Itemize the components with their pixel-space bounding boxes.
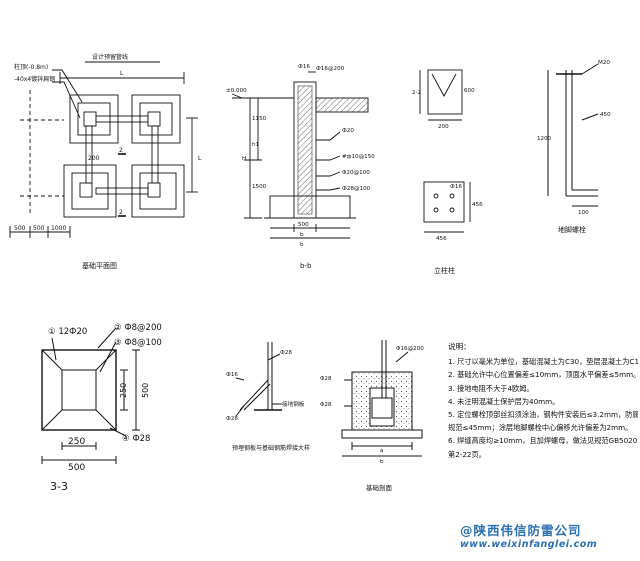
section-33-panel (41, 327, 140, 464)
secb-label-6: H (242, 156, 246, 162)
sec33-dim-250v: 250 (119, 383, 128, 398)
anchor-label-1200: 1200 (537, 136, 552, 142)
weld-label-f28a: Ф28 (280, 350, 292, 356)
secb-label-10: Ф28@100 (342, 186, 371, 192)
base-label-a: a (380, 448, 383, 454)
plan-label-L-top: L (120, 70, 124, 77)
foundation-plan-title: 基础平面图 (82, 261, 117, 270)
footing-bottom-left (63, 164, 117, 218)
sec33-label-f8-100: ③ Ф8@100 (114, 338, 162, 348)
section-b-text: Ф16 Ф16@200 ±0.000 1150 h1 1500 H Ф20 #ф… (226, 64, 375, 270)
sec33-label-12f20: ① 12Ф20 (48, 327, 87, 337)
footing-top-right (131, 94, 181, 144)
section-33-title: 3-3 (50, 480, 68, 493)
support-label-456b: 456 (472, 202, 483, 208)
sec33-dim-250h: 250 (68, 437, 85, 447)
anchor-bolt-text: M20 1200 100 450 地脚螺栓 (537, 60, 611, 234)
section-33-text: ① 12Ф20 ② Ф8@200 ③ Ф8@100 ④ Ф28 250 500 … (48, 323, 162, 493)
notes-title: 说明： (448, 342, 471, 351)
sec33-label-f28: ④ Ф28 (122, 434, 150, 444)
footing-top-left (69, 94, 119, 144)
base-section-text: Φ16@200 Φ28 Φ28 a b 基础剖面 (320, 346, 424, 492)
support-title: 立柱柱 (434, 266, 455, 275)
notes-block: 说明： 1. 尺寸以毫米为单位，基础混凝土为C30，垫层混凝土为C10素。 2.… (448, 340, 638, 461)
secb-label-9: Φ20@100 (342, 170, 370, 176)
plan-dim-1000: 1000 (51, 225, 66, 232)
notes-line: 1. 尺寸以毫米为单位，基础混凝土为C30，垫层混凝土为C10素。 (448, 357, 638, 367)
weld-detail-text: Ф28 Ф16 接地钢板 Ф28 预埋钢板与基础钢筋焊接大样 (226, 350, 310, 452)
weld-label-plate: 接地钢板 (282, 400, 305, 408)
support-label-456a: 456 (436, 236, 447, 242)
anchor-label-100: 100 (578, 210, 589, 216)
notes-line: 第2-22页。 (448, 449, 486, 459)
base-label-b: b (380, 459, 384, 465)
anchor-label-450: 450 (600, 112, 611, 118)
secb-label-5: 1500 (252, 184, 267, 190)
notes-line: 6. 焊缝高度均≥10mm，且加焊螺母，做法见规范GB50205- (448, 436, 638, 446)
plan-section-mark-a: 2 (119, 147, 123, 154)
secb-label-13: b (300, 242, 304, 248)
base-section-panel (341, 340, 423, 457)
notes-line: 3. 接地电阻不大于4欧姆。 (448, 383, 534, 393)
base-section-title: 基础剖面 (366, 483, 393, 492)
anchor-label-m20: M20 (598, 60, 610, 66)
plan-label-pipe: 设计预留管线 (92, 53, 128, 61)
secb-label-2: ±0.000 (226, 88, 247, 94)
foundation-plan-text: 柱顶(-0.8m) -40x4镀锌扁钢 设计预留管线 L L 200 2 2 5… (14, 53, 202, 270)
secb-label-3: 1150 (252, 116, 267, 122)
secb-label-7: Ф20 (342, 128, 354, 134)
weld-detail-panel (235, 342, 282, 417)
notes-line: 4. 未注明混凝土保护层为40mm。 (448, 396, 560, 406)
support-label-2-2: 2-2 (412, 90, 421, 96)
secb-label-11: 500 (298, 222, 309, 228)
secb-label-4: h1 (252, 142, 260, 148)
plan-dim-500a: 500 (14, 225, 26, 232)
base-label-f28b: Φ28 (320, 402, 332, 408)
sec33-label-f8-200: ② Ф8@200 (114, 323, 162, 333)
weld-detail-title: 预埋钢板与基础钢筋焊接大样 (232, 444, 310, 452)
anchor-bolt-panel (547, 63, 599, 207)
plan-label-flat-steel: -40x4镀锌扁钢 (14, 75, 55, 83)
secb-label-12: b (300, 232, 304, 238)
secb-label-0: Ф16 (298, 64, 310, 70)
support-panel (419, 69, 471, 233)
plan-label-L-right: L (198, 155, 202, 162)
weld-label-f16: Ф16 (226, 372, 238, 378)
sec33-dim-500v: 500 (141, 383, 150, 398)
plan-section-mark-b: 2 (119, 209, 123, 216)
company-url: www.weixinfanglei.com (460, 539, 598, 550)
anchor-bolt-title: 地脚螺栓 (558, 225, 586, 234)
company-name: @陕西伟信防雷公司 (460, 523, 582, 538)
secb-label-1: Ф16@200 (316, 66, 345, 72)
plan-label-top: 柱顶(-0.8m) (14, 63, 48, 71)
company-watermark: @陕西伟信防雷公司 www.weixinfanglei.com (460, 520, 638, 550)
sec33-dim-500h: 500 (68, 463, 85, 473)
base-label-f16: Φ16@200 (396, 346, 424, 352)
section-b-panel (231, 71, 369, 239)
base-label-f28a: Φ28 (320, 376, 332, 382)
notes-line: 2. 基础允许中心位置偏差≤10mm，顶面水平偏差≤5mm。 (448, 370, 638, 380)
support-text: 2-2 600 200 456 456 Ф16 立柱柱 (412, 88, 483, 275)
plan-label-200: 200 (88, 155, 100, 162)
weld-label-f28b: Ф28 (226, 416, 238, 422)
notes-line: 规范≤45mm；涂层地脚螺栓中心偏移允许偏差为2mm。 (448, 423, 633, 433)
support-label-200: 200 (438, 124, 449, 130)
section-b-title: b-b (300, 262, 312, 270)
plan-dim-500b: 500 (33, 225, 45, 232)
support-label-f16: Ф16 (450, 184, 462, 190)
support-label-600: 600 (464, 88, 475, 94)
secb-label-8: #ф10@150 (342, 154, 375, 160)
foundation-plan-panel (9, 61, 198, 238)
notes-line: 5. 定位螺栓顶部丝扣须涂油，钢构件安装后≤3.2mm，防腐处理按 (448, 410, 638, 420)
